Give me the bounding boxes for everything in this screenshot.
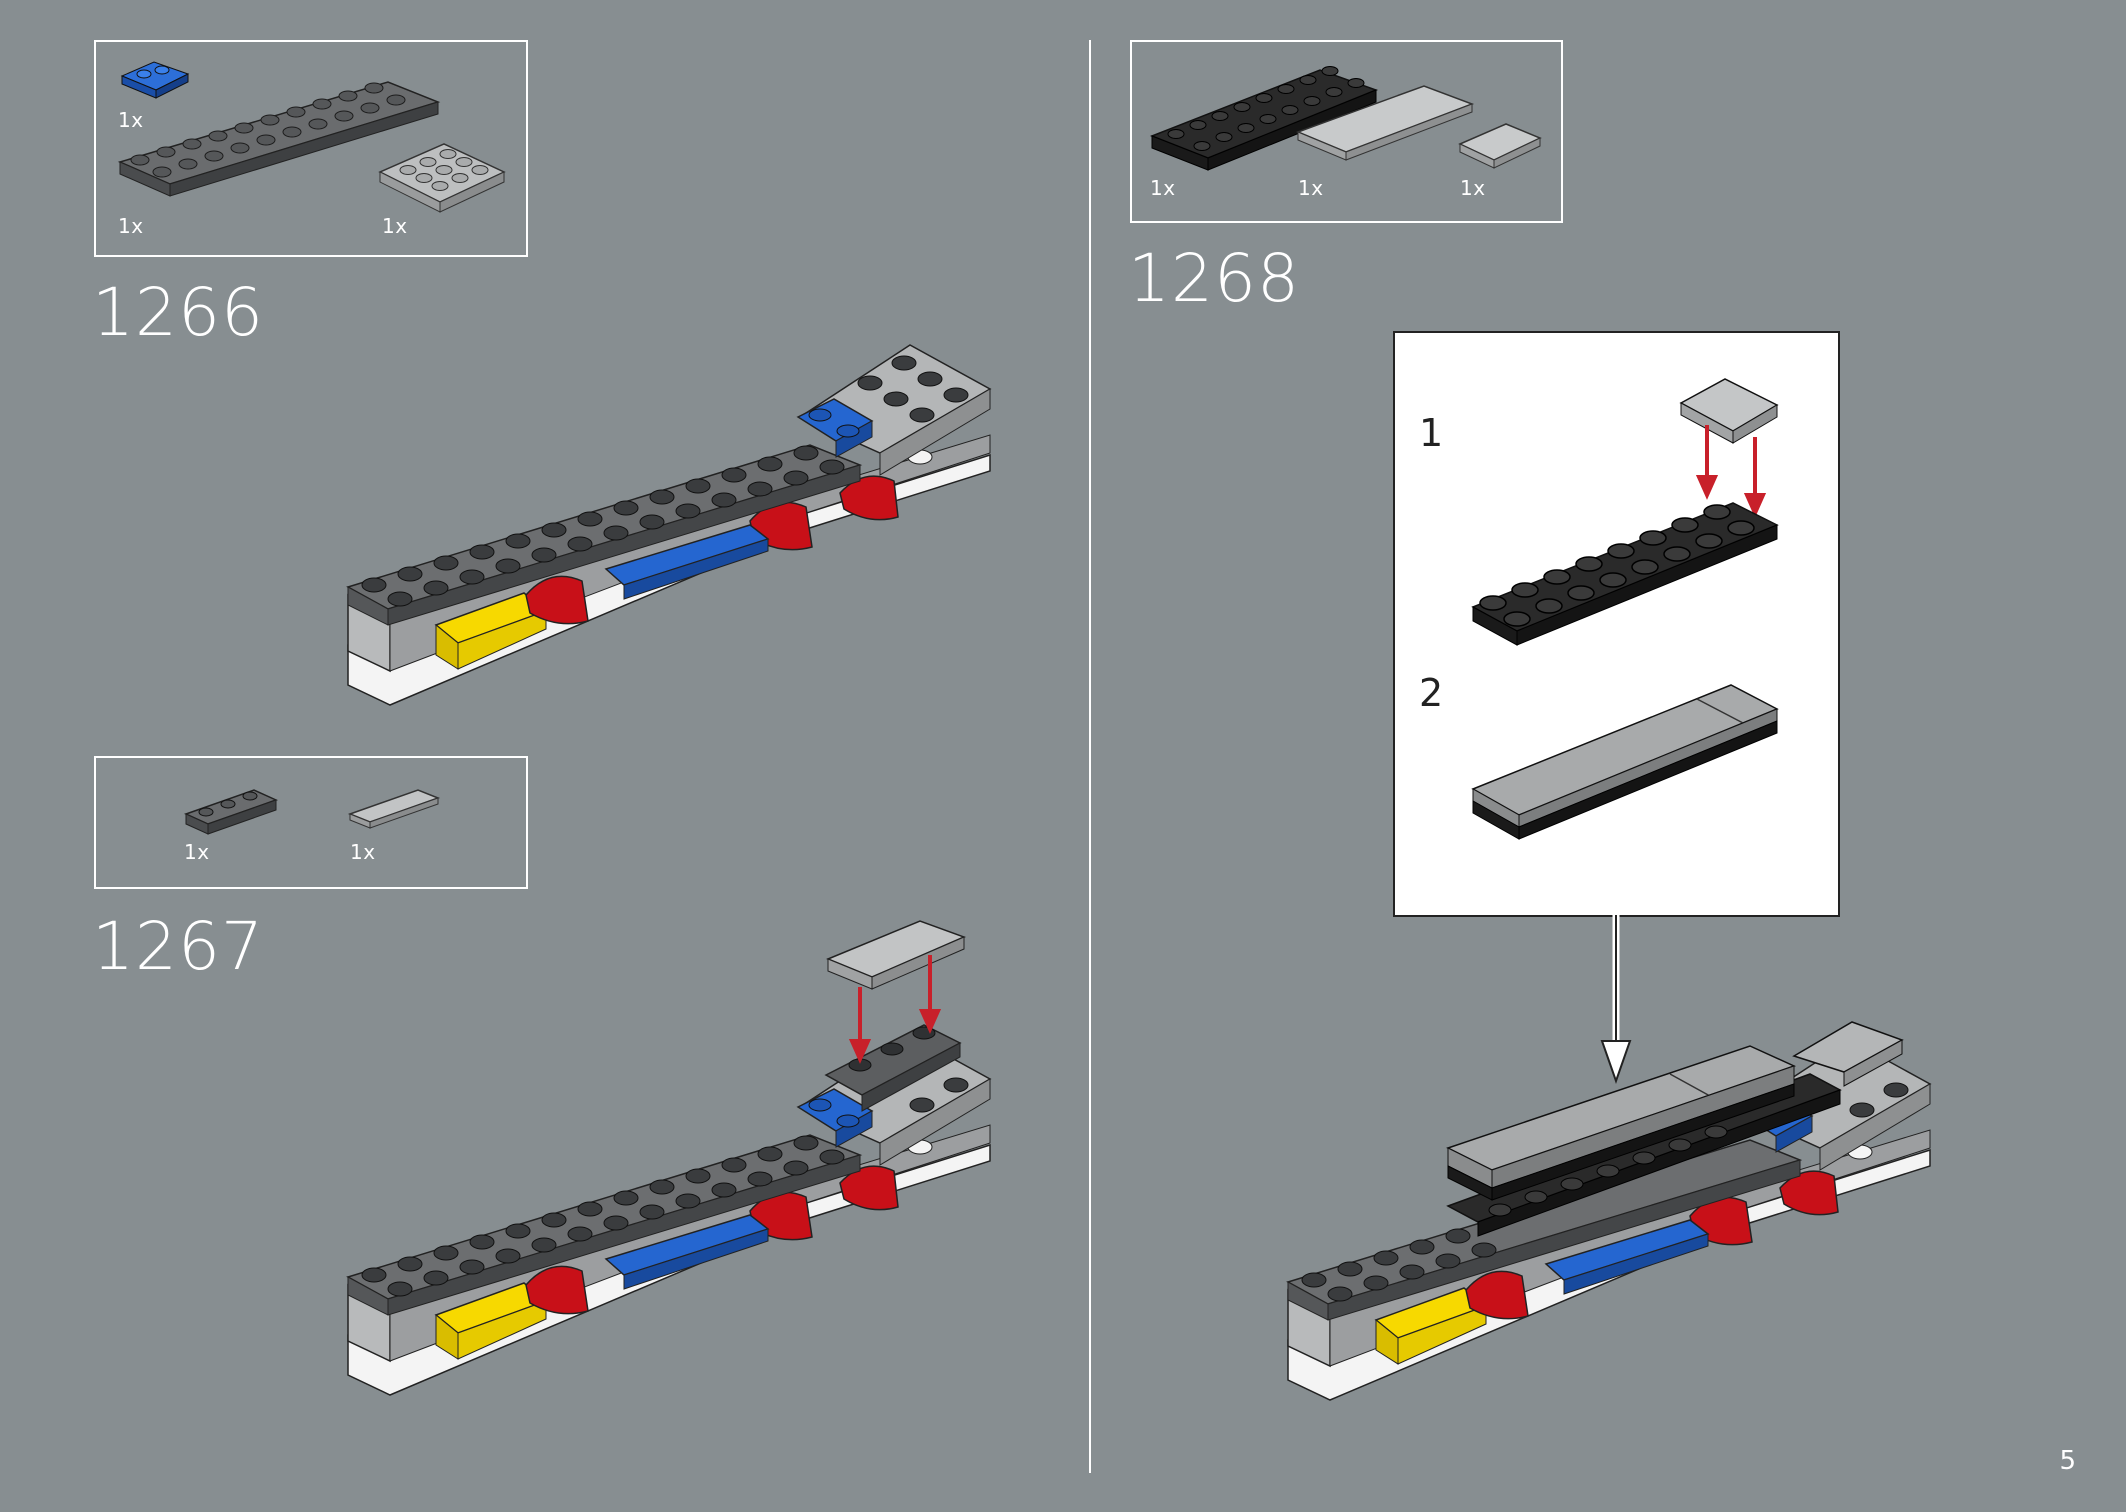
part-light-grey-3x4-plate-icon <box>378 143 506 213</box>
step-number-1267: 1267 <box>92 908 264 985</box>
parts-list-1266: 1x 1x 1x <box>94 40 528 257</box>
part-dark-grey-2x10-plate-icon <box>117 81 441 197</box>
parts-list-1267: 1x 1x <box>94 756 528 889</box>
part-light-grey-1x4-tile-icon <box>347 789 441 829</box>
sub-step-number: 2 <box>1419 671 1444 715</box>
model-assembly-1267 <box>346 920 992 1396</box>
column-divider <box>1089 40 1091 1473</box>
page-number: 5 <box>2059 1446 2076 1476</box>
callout-arrow <box>1600 915 1632 1085</box>
part-black-2x8-plate-icon <box>1149 66 1379 171</box>
model-assembly-1266 <box>346 344 992 706</box>
qty-label: 1x <box>382 214 408 238</box>
model-assembly-1268 <box>1286 1021 1932 1401</box>
sub-step-1-illustration <box>1471 378 1779 646</box>
sub-step-2-illustration <box>1471 684 1779 840</box>
step-number-1268: 1268 <box>1128 240 1300 317</box>
sub-assembly-callout: 1 2 <box>1393 331 1840 917</box>
qty-label: 1x <box>1298 176 1324 200</box>
qty-label: 1x <box>350 840 376 864</box>
qty-label: 1x <box>118 214 144 238</box>
part-light-grey-2x2-tile-icon <box>1458 123 1542 169</box>
part-dark-grey-1x3-plate-icon <box>183 789 279 835</box>
qty-label: 1x <box>1150 176 1176 200</box>
step-number-1266: 1266 <box>92 274 264 351</box>
qty-label: 1x <box>118 108 144 132</box>
part-blue-1x2-plate-icon <box>120 61 190 99</box>
part-light-grey-2x6-tile-icon <box>1295 85 1475 161</box>
sub-step-number: 1 <box>1419 411 1444 455</box>
qty-label: 1x <box>1460 176 1486 200</box>
qty-label: 1x <box>184 840 210 864</box>
parts-list-1268: 1x 1x 1x <box>1130 40 1563 223</box>
